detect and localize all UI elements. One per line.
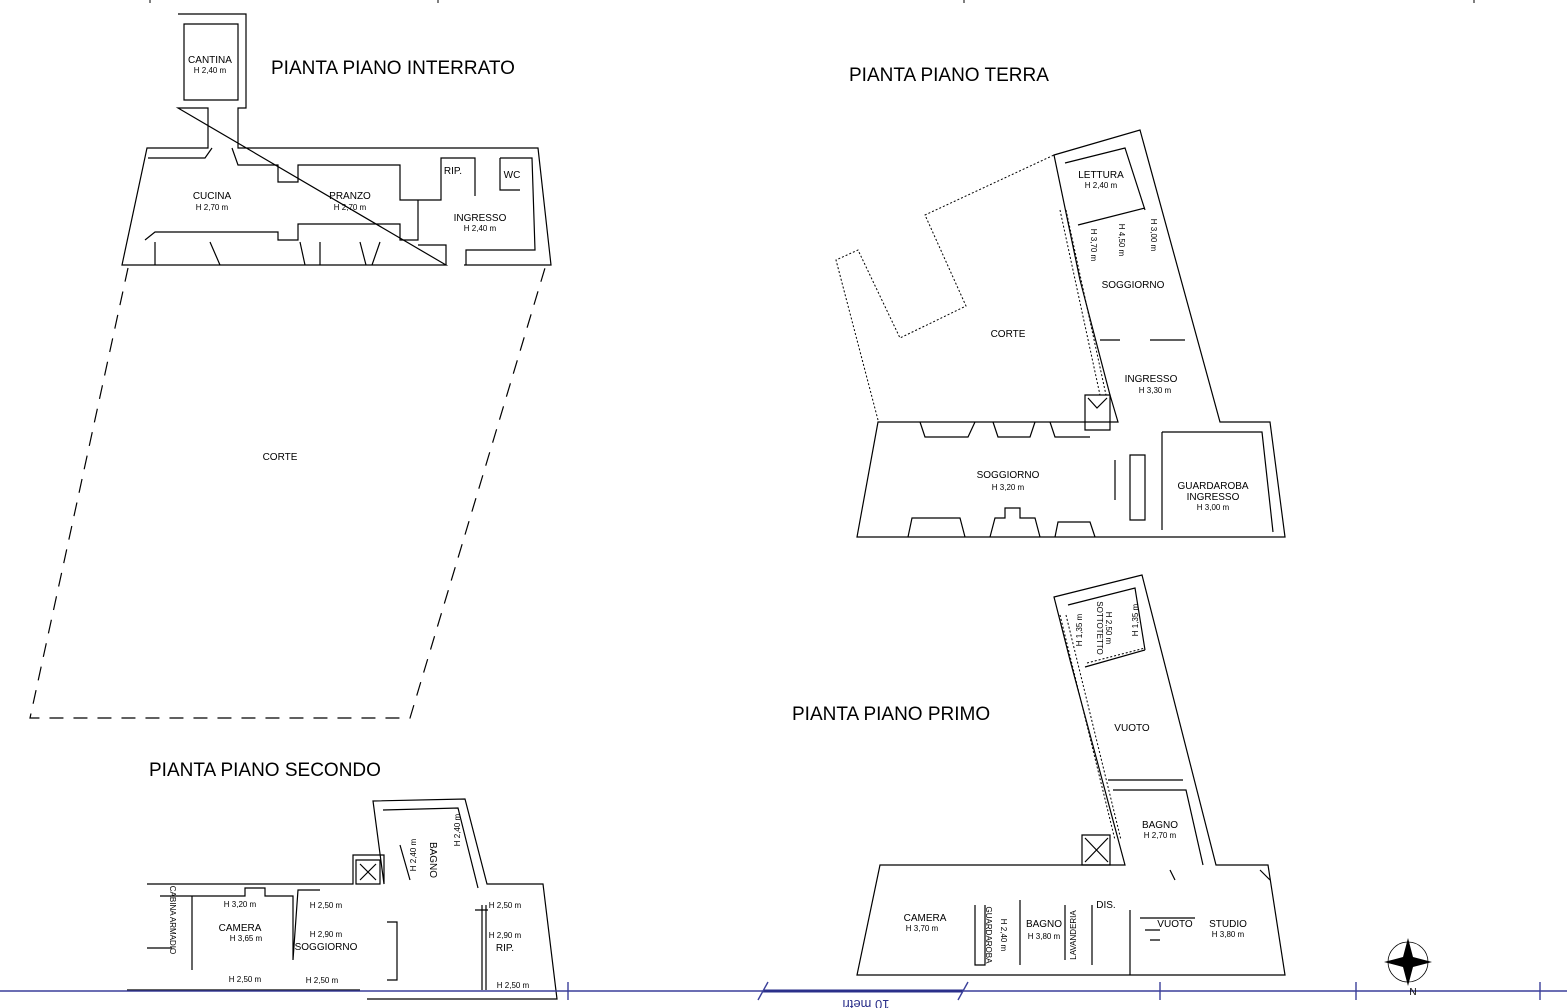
room-label: DIS. [1096,900,1115,911]
room-height: H 2,50 m [229,975,262,984]
room-label: GUARDAROBA [984,907,993,965]
room-label: GUARDAROBA [1177,481,1248,492]
room-label: SOGGIORNO [977,470,1040,481]
corte-boundary [29,267,546,719]
title-terra: PIANTA PIANO TERRA [849,65,1049,86]
room-height: H 3,00 m [1197,503,1230,512]
secondo-outer-walls [127,798,558,1000]
room-height: H 2,90 m [489,931,522,940]
room-height: H 2,50 m [1104,612,1113,645]
plan-primo: PIANTA PIANO PRIMO SOTTOTETTO H 2,50 m H… [792,574,1286,976]
room-label: RIP. [444,166,462,177]
room-label: CAMERA [219,923,262,934]
title-primo: PIANTA PIANO PRIMO [792,704,990,725]
room-label: WC [504,170,521,181]
room-height: H 4,50 m [1117,224,1126,257]
compass-star-icon [1384,938,1432,986]
room-height: H 2,40 m [194,66,227,75]
room-label: CORTE [991,329,1026,340]
room-label: INGRESSO [1187,492,1240,503]
room-label: BAGNO [1026,919,1062,930]
interrato-front-piers [154,241,381,266]
primo-dashed-walls [1059,614,1146,841]
room-height: H 3,80 m [1212,930,1245,939]
sheet-border-ticks [149,0,1475,3]
room-label: CANTINA [188,55,232,66]
room-label: VUOTO [1157,919,1193,930]
room-label: STUDIO [1209,919,1247,930]
room-label: LETTURA [1078,170,1124,181]
primo-outer-walls [856,574,1286,976]
room-label: BAGNO [1142,820,1178,831]
room-height: H 2,40 m [453,813,462,846]
room-label: BAGNO [427,842,438,878]
room-label: INGRESSO [454,213,507,224]
room-height: H 2,70 m [196,203,229,212]
plan-terra: PIANTA PIANO TERRA LETTURA H 2,40 m SOGG… [835,65,1286,538]
title-secondo: PIANTA PIANO SECONDO [149,760,381,781]
room-height: H 2,40 m [464,224,497,233]
interrato-inner-walls [144,147,536,265]
room-height: H 2,40 m [409,838,418,871]
terra-piers [907,421,1096,538]
primo-inner-walls [974,587,1271,975]
secondo-inner-walls [147,807,488,990]
room-height: H 3,65 m [230,934,263,943]
title-interrato: PIANTA PIANO INTERRATO [271,58,515,79]
room-height: H 1,35 m [1075,613,1084,646]
room-height: H 2,50 m [310,901,343,910]
plan-secondo: PIANTA PIANO SECONDO CABINA ARMADIO CAME… [127,760,558,1000]
scale-label: 10 metri [842,997,889,1008]
room-height: H 2,90 m [310,930,343,939]
room-label: CAMERA [904,913,947,924]
scale-bar: 10 metri [0,981,1567,1008]
terra-outer-walls [856,129,1286,538]
room-height: H 3,30 m [1139,386,1172,395]
room-height: H 3,70 m [906,924,939,933]
room-label: INGRESSO [1125,374,1178,385]
room-height: H 2,50 m [489,901,522,910]
room-height: H 2,70 m [1144,831,1177,840]
room-label: SOTTOTETTO [1095,601,1104,654]
room-height: H 2,50 m [497,981,530,990]
room-label: CORTE [263,452,298,463]
room-height: H 3,70 m [1089,229,1098,262]
north-arrow: N [1384,938,1432,998]
room-label: LAVANDERIA [1069,910,1078,960]
plan-interrato: PIANTA PIANO INTERRATO CANTINA H 2,40 m … [29,13,552,719]
room-label: SOGGIORNO [295,942,358,953]
room-height: H 2,40 m [1085,181,1118,190]
room-label: VUOTO [1114,723,1150,734]
room-height: H 1,35 m [1131,603,1140,636]
room-height: H 3,20 m [224,900,257,909]
room-height: H 2,50 m [306,976,339,985]
north-label: N [1409,987,1416,998]
room-label: SOGGIORNO [1102,280,1165,291]
room-height: H 3,80 m [1028,932,1061,941]
room-label: CABINA ARMADIO [168,886,177,954]
terra-inner-walls [1064,147,1274,533]
room-label: PRANZO [329,191,371,202]
room-label: CUCINA [193,191,232,202]
room-label: RIP. [496,943,514,954]
corte-terra-boundary [835,154,1107,421]
room-height: H 2,40 m [999,919,1008,952]
room-height: H 2,70 m [334,203,367,212]
room-height: H 3,20 m [992,483,1025,492]
room-height: H 3,00 m [1149,219,1158,252]
cantina-walls [121,13,552,266]
